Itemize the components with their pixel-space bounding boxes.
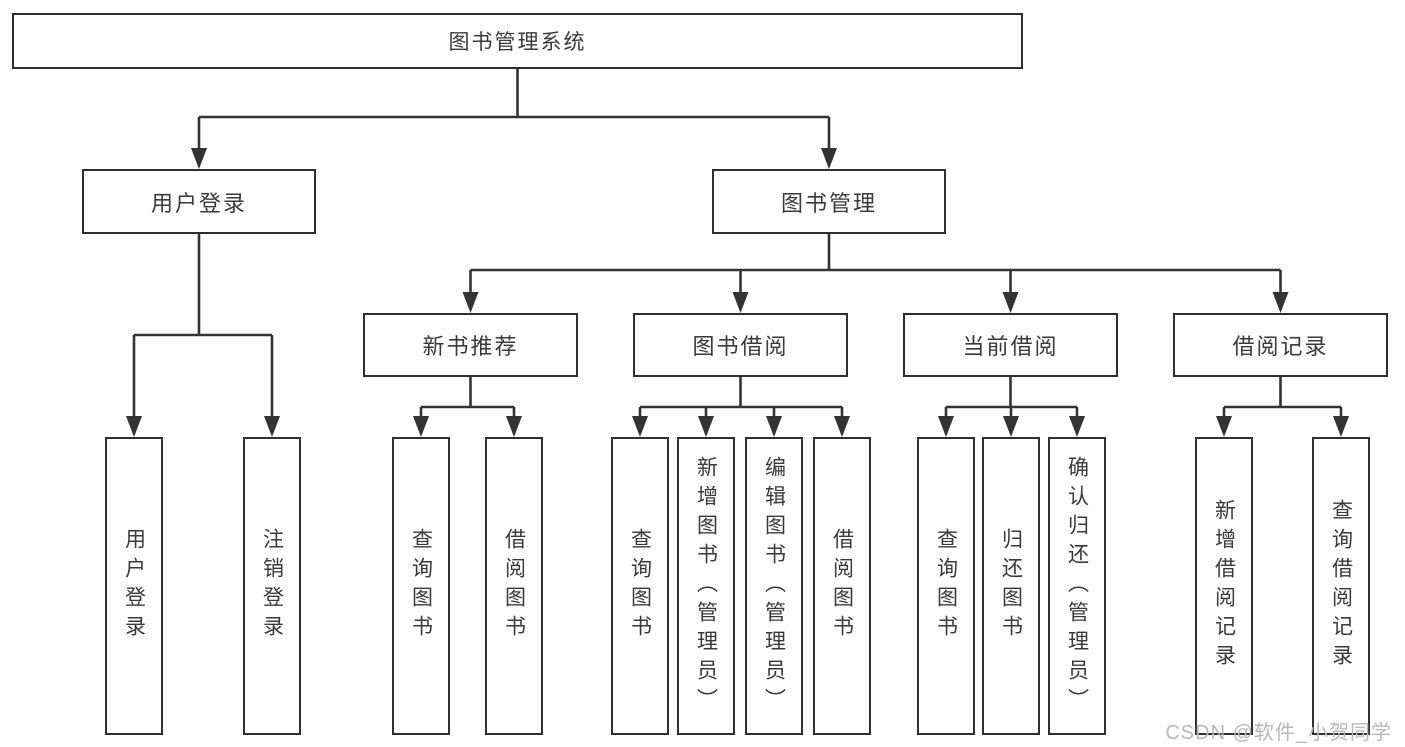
leaf-add-borrow-record: 新增借阅记录 xyxy=(1195,437,1253,735)
node-book-borrow: 图书借阅 xyxy=(633,313,848,377)
node-book-management: 图书管理 xyxy=(712,169,946,234)
node-current-borrow: 当前借阅 xyxy=(903,313,1118,377)
leaf-query-books-recommend: 查询图书 xyxy=(392,437,450,735)
leaf-query-borrow-record: 查询借阅记录 xyxy=(1312,437,1370,735)
leaf-edit-book-admin: 编辑图书（管理员） xyxy=(745,437,803,735)
leaf-return-book: 归还图书 xyxy=(982,437,1040,735)
node-user-login: 用户登录 xyxy=(82,169,316,234)
leaf-query-books-borrow: 查询图书 xyxy=(611,437,669,735)
watermark: CSDN @软件_小贺同学 xyxy=(1165,722,1392,744)
leaf-borrow-books-recommend: 借阅图书 xyxy=(485,437,543,735)
node-new-book-recommend: 新书推荐 xyxy=(363,313,578,377)
leaf-query-books-current: 查询图书 xyxy=(917,437,975,735)
leaf-add-book-admin: 新增图书（管理员） xyxy=(677,437,735,735)
leaf-confirm-return-admin: 确认归还（管理员） xyxy=(1048,437,1106,735)
leaf-user-login: 用户登录 xyxy=(105,437,163,735)
node-borrow-records: 借阅记录 xyxy=(1173,313,1388,377)
leaf-logout: 注销登录 xyxy=(243,437,301,735)
leaf-borrow-books: 借阅图书 xyxy=(813,437,871,735)
node-library-system: 图书管理系统 xyxy=(12,13,1023,69)
